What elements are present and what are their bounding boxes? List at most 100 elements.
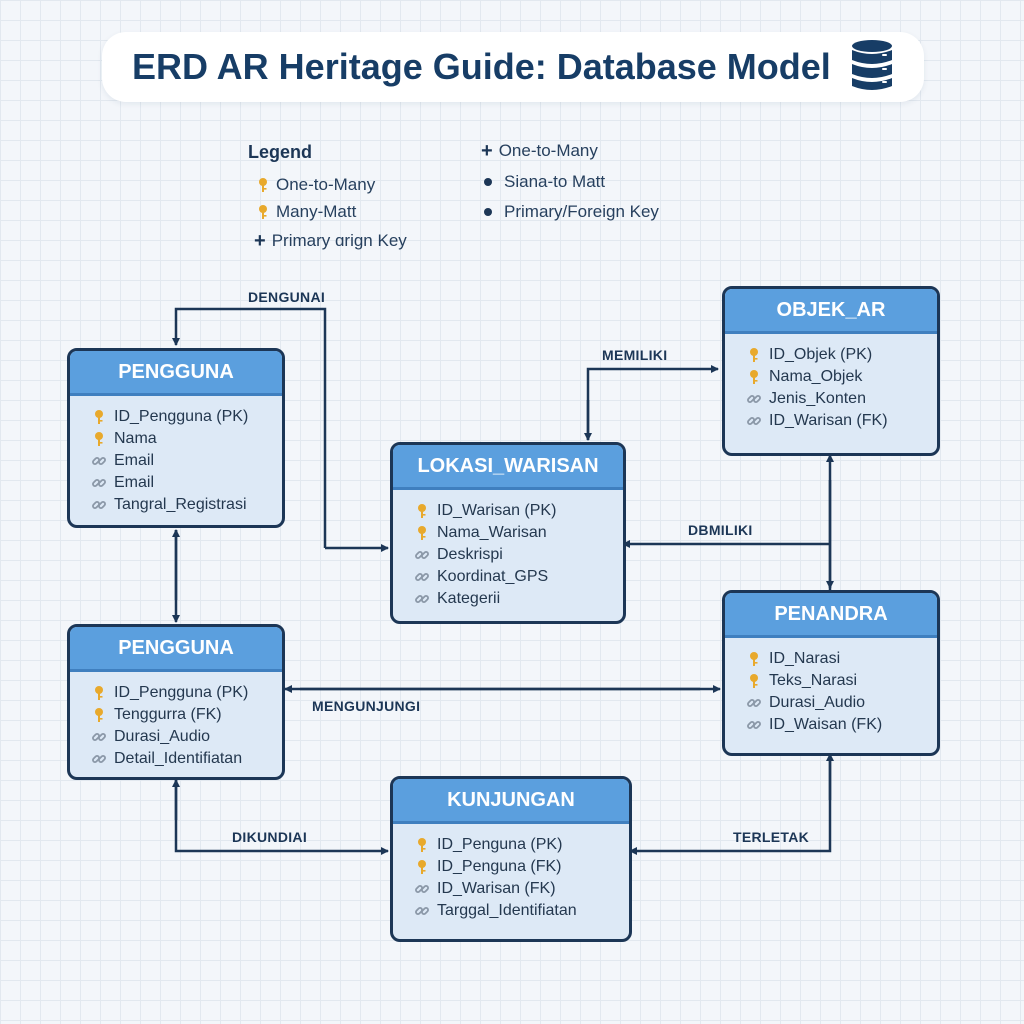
entity-attributes: ID_Pengguna (PK) Tenggurra (FK) Durasi_A… (70, 672, 282, 770)
attribute-label: Kategerii (437, 590, 501, 607)
key-icon (413, 858, 431, 876)
attribute-row: Durasi_Audio (745, 692, 937, 714)
legend-label: Primary ɑrign Key (271, 231, 407, 250)
link-icon (745, 412, 763, 430)
attribute-label: Teks_Narasi (769, 672, 858, 689)
entity-pengguna[interactable]: PENGGUNA ID_Pengguna (PK) Tenggurra (FK)… (67, 624, 285, 780)
attribute-row: Deskrispi (413, 544, 623, 566)
key-icon (256, 177, 270, 193)
attribute-row: Targgal_Identifiatan (413, 900, 629, 922)
link-icon (90, 496, 108, 514)
entity-lokasi-warisan[interactable]: LOKASI_WARISAN ID_Warisan (PK) Nama_Wari… (390, 442, 626, 624)
attribute-label: ID_Warisan (PK) (437, 502, 557, 519)
key-icon (413, 836, 431, 854)
legend-label: One-to-Many (498, 141, 598, 160)
rel-label-memiliki: MEMILIKI (602, 347, 668, 363)
link-icon (90, 728, 108, 746)
attribute-row: Nama_Warisan (413, 522, 623, 544)
attribute-row: Jenis_Konten (745, 388, 937, 410)
dot-icon (484, 178, 492, 186)
attribute-label: ID_Narasi (769, 650, 841, 667)
entity-pengguna[interactable]: PENGGUNA ID_Pengguna (PK) Nama Email Ema… (67, 348, 285, 528)
diagram-title: ERD AR Heritage Guide: Database Model (132, 46, 831, 87)
attribute-label: Detail_Identifiatan (114, 750, 243, 767)
entity-title: OBJEK_AR (725, 289, 937, 334)
attribute-row: ID_Warisan (FK) (413, 878, 629, 900)
attribute-label: ID_Penguna (PK) (437, 836, 563, 853)
attribute-row: ID_Penguna (PK) (413, 834, 629, 856)
attribute-row: ID_Waisan (FK) (745, 714, 937, 736)
attribute-row: Detail_Identifiatan (90, 748, 282, 770)
entity-title: KUNJUNGAN (393, 779, 629, 824)
entity-penandra[interactable]: PENANDRA ID_Narasi Teks_Narasi Durasi_Au… (722, 590, 940, 756)
database-icon (842, 32, 902, 107)
attribute-label: Nama_Warisan (437, 524, 547, 541)
key-icon (90, 408, 108, 426)
attribute-row: Tangral_Registrasi (90, 494, 282, 516)
link-icon (413, 590, 431, 608)
link-icon (413, 902, 431, 920)
plus-icon: + (254, 230, 266, 252)
rel-label-terletak: TERLETAK (733, 829, 810, 845)
rel-label-mengunjungi: MENGUNJUNGI (312, 698, 421, 714)
link-icon (745, 716, 763, 734)
attribute-row: Kategerii (413, 588, 623, 610)
attribute-label: ID_Objek (PK) (769, 346, 873, 363)
attribute-row: ID_Warisan (PK) (413, 500, 623, 522)
attribute-row: ID_Warisan (FK) (745, 410, 937, 432)
entity-title: PENANDRA (725, 593, 937, 638)
attribute-label: Targgal_Identifiatan (437, 902, 577, 919)
attribute-row: Tenggurra (FK) (90, 704, 282, 726)
legend-label: One-to-Many (276, 175, 376, 194)
key-icon (90, 430, 108, 448)
rel-label-dengunai: DENGUNAI (248, 289, 326, 305)
rel-label-dikundiai: DIKUNDIAI (232, 829, 308, 845)
attribute-row: ID_Narasi (745, 648, 937, 670)
attribute-label: Email (114, 452, 155, 469)
legend-item: + Primary ɑrign Key (254, 231, 407, 251)
entity-kunjungan[interactable]: KUNJUNGAN ID_Penguna (PK) ID_Penguna (FK… (390, 776, 632, 942)
line-memiliki (586, 365, 719, 440)
attribute-row: Teks_Narasi (745, 670, 937, 692)
attribute-label: ID_Warisan (FK) (437, 880, 556, 897)
legend-item: Many-Matt (256, 202, 356, 222)
key-icon (745, 346, 763, 364)
dot-icon (484, 208, 492, 216)
key-icon (90, 684, 108, 702)
link-icon (745, 390, 763, 408)
link-icon (90, 474, 108, 492)
attribute-label: Nama (114, 430, 157, 447)
legend-item: One-to-Many (256, 175, 375, 195)
rel-label-dbmiliki: DBMILIKI (688, 522, 753, 538)
legend-title: Legend (248, 142, 313, 162)
entity-attributes: ID_Warisan (PK) Nama_Warisan Deskrispi K… (393, 490, 623, 610)
legend-label: Primary/Foreign Key (504, 202, 659, 221)
attribute-row: Email (90, 450, 282, 472)
key-icon (745, 368, 763, 386)
key-icon (256, 204, 270, 220)
title-card: ERD AR Heritage Guide: Database Model (102, 32, 924, 102)
attribute-label: Nama_Objek (769, 368, 863, 385)
attribute-row: ID_Pengguna (PK) (90, 682, 282, 704)
attribute-row: Durasi_Audio (90, 726, 282, 748)
plus-icon: + (481, 140, 493, 162)
key-icon (745, 672, 763, 690)
attribute-label: Durasi_Audio (114, 728, 211, 745)
entity-attributes: ID_Objek (PK) Nama_Objek Jenis_Konten ID… (725, 334, 937, 432)
attribute-label: Jenis_Konten (769, 390, 866, 407)
legend-label: Many-Matt (276, 202, 357, 221)
entity-attributes: ID_Narasi Teks_Narasi Durasi_Audio ID_Wa… (725, 638, 937, 736)
attribute-row: Nama (90, 428, 282, 450)
attribute-label: Tangral_Registrasi (114, 496, 247, 513)
key-icon (90, 706, 108, 724)
key-icon (413, 502, 431, 520)
entity-attributes: ID_Penguna (PK) ID_Penguna (FK) ID_Waris… (393, 824, 629, 922)
link-icon (413, 568, 431, 586)
key-icon (745, 650, 763, 668)
link-icon (413, 880, 431, 898)
attribute-label: ID_Pengguna (PK) (114, 408, 249, 425)
entity-title: LOKASI_WARISAN (393, 445, 623, 490)
entity-objek-ar[interactable]: OBJEK_AR ID_Objek (PK) Nama_Objek Jenis_… (722, 286, 940, 456)
legend-item: + One-to-Many (481, 141, 598, 161)
